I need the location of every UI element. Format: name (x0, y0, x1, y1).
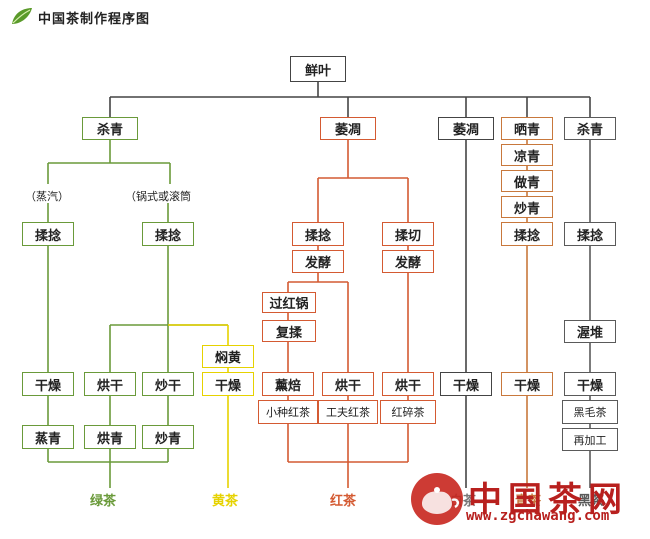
category-lvcha: 绿茶 (90, 494, 117, 509)
node-weidiao-white: 萎凋 (438, 117, 494, 140)
category-heicha: 黑茶 (578, 494, 605, 509)
node-shaiqing: 晒青 (501, 117, 553, 140)
label-guoshi: （锅式或滚筒 (125, 190, 191, 203)
node-rounian-steam: 揉捻 (22, 222, 74, 246)
page-title: 中国茶制作程序图 (38, 12, 151, 27)
node-wodui: 渥堆 (564, 320, 616, 343)
node-hongsui: 红碎茶 (380, 400, 436, 424)
node-shaqing-dark: 杀青 (564, 117, 616, 140)
label-zhengqi: （蒸汽） (25, 190, 69, 203)
node-fajiao-2: 发酵 (382, 250, 434, 273)
node-rouqie: 揉切 (382, 222, 434, 246)
node-xiaozhong: 小种红茶 (258, 400, 318, 424)
node-liangqing: 凉青 (501, 144, 553, 166)
node-rounian-oolong: 揉捻 (501, 222, 553, 246)
node-ganzao-oolong: 干燥 (501, 372, 553, 396)
node-hongqing: 烘青 (84, 425, 136, 449)
watermark-url: www.zgchawang.com (466, 508, 610, 524)
node-honggan-red-2: 烘干 (382, 372, 434, 396)
node-rounian-pan: 揉捻 (142, 222, 194, 246)
node-zaijiagong: 再加工 (562, 428, 618, 451)
node-shaqing-green: 杀青 (82, 117, 138, 140)
node-xianye: 鲜叶 (290, 56, 346, 82)
node-menhuang: 焖黄 (202, 345, 254, 368)
node-ganzao-yellow: 干燥 (202, 372, 254, 396)
node-chaoqing-green: 炒青 (142, 425, 194, 449)
category-qingcha: 青茶 (515, 494, 542, 509)
node-weidiao-red: 萎凋 (320, 117, 376, 140)
node-ganzao-white: 干燥 (440, 372, 492, 396)
node-chaoqing-oolong: 炒青 (501, 196, 553, 218)
node-guohongguo: 过红锅 (262, 292, 316, 313)
node-chaogan: 炒干 (142, 372, 194, 396)
tea-leaf-icon (12, 8, 32, 24)
category-hongcha: 红茶 (330, 494, 357, 509)
node-honggan-green: 烘干 (84, 372, 136, 396)
node-fajiao-1: 发酵 (292, 250, 344, 273)
node-zuoqing: 做青 (501, 170, 553, 192)
watermark-name: 中国茶网 (468, 480, 628, 520)
node-xunbei: 薰焙 (262, 372, 314, 396)
node-zhengqing: 蒸青 (22, 425, 74, 449)
node-heimao: 黑毛茶 (562, 400, 618, 424)
teapot-logo-icon (411, 473, 463, 525)
category-huangcha: 黄茶 (212, 494, 239, 509)
node-ganzao-dark: 干燥 (564, 372, 616, 396)
node-rounian-dark: 揉捻 (564, 222, 616, 246)
node-furou: 复揉 (262, 320, 316, 342)
node-rounian-red: 揉捻 (292, 222, 344, 246)
node-honggan-red-1: 烘干 (322, 372, 374, 396)
node-gongfu: 工夫红茶 (318, 400, 378, 424)
node-ganzao-green: 干燥 (22, 372, 74, 396)
